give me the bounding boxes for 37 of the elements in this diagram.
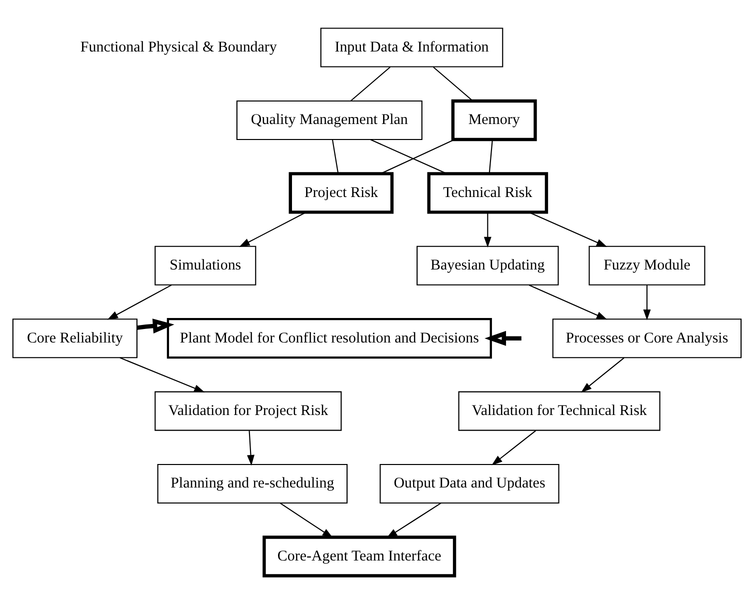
arrow — [107, 284, 172, 320]
arrow — [484, 212, 492, 248]
arrow — [528, 284, 608, 320]
node-box: Validation for Technical Risk — [458, 391, 660, 431]
arrow — [580, 358, 624, 393]
connector — [433, 66, 473, 102]
arrow — [528, 212, 608, 247]
arrow — [484, 330, 522, 346]
arrow — [120, 357, 205, 392]
node-box: Simulations — [154, 246, 256, 286]
node-box: Technical Risk — [427, 172, 548, 214]
arrow — [136, 318, 174, 334]
node-box: Memory — [451, 99, 537, 142]
arrow — [643, 285, 651, 320]
node-box: Fuzzy Module — [588, 246, 706, 286]
arrow — [239, 212, 306, 248]
node-box: Planning and re-scheduling — [157, 464, 348, 504]
connector — [370, 139, 447, 174]
node-box: Output Data and Updates — [380, 464, 560, 504]
connector — [350, 66, 390, 102]
connector — [488, 140, 493, 174]
node-box: Plant Model for Conflict resolution and Decisions — [166, 318, 492, 359]
connector — [332, 140, 339, 174]
node-box: Core-Agent Team Interface — [262, 536, 456, 578]
node-box: Quality Management Plan — [236, 100, 422, 140]
connector — [380, 139, 455, 174]
node-box: Validation for Project Risk — [154, 391, 342, 431]
node-box: Project Risk — [288, 172, 394, 214]
label: Functional Physical & Boundary — [80, 39, 277, 56]
arrow — [280, 502, 334, 538]
arrow — [492, 430, 536, 466]
arrow — [386, 502, 442, 538]
arrow — [247, 430, 254, 466]
node-box: Processes or Core Analysis — [552, 318, 742, 358]
node-box: Core Reliability — [12, 318, 138, 358]
node-box: Bayesian Updating — [416, 246, 559, 286]
node-box: Input Data & Information — [320, 28, 504, 68]
